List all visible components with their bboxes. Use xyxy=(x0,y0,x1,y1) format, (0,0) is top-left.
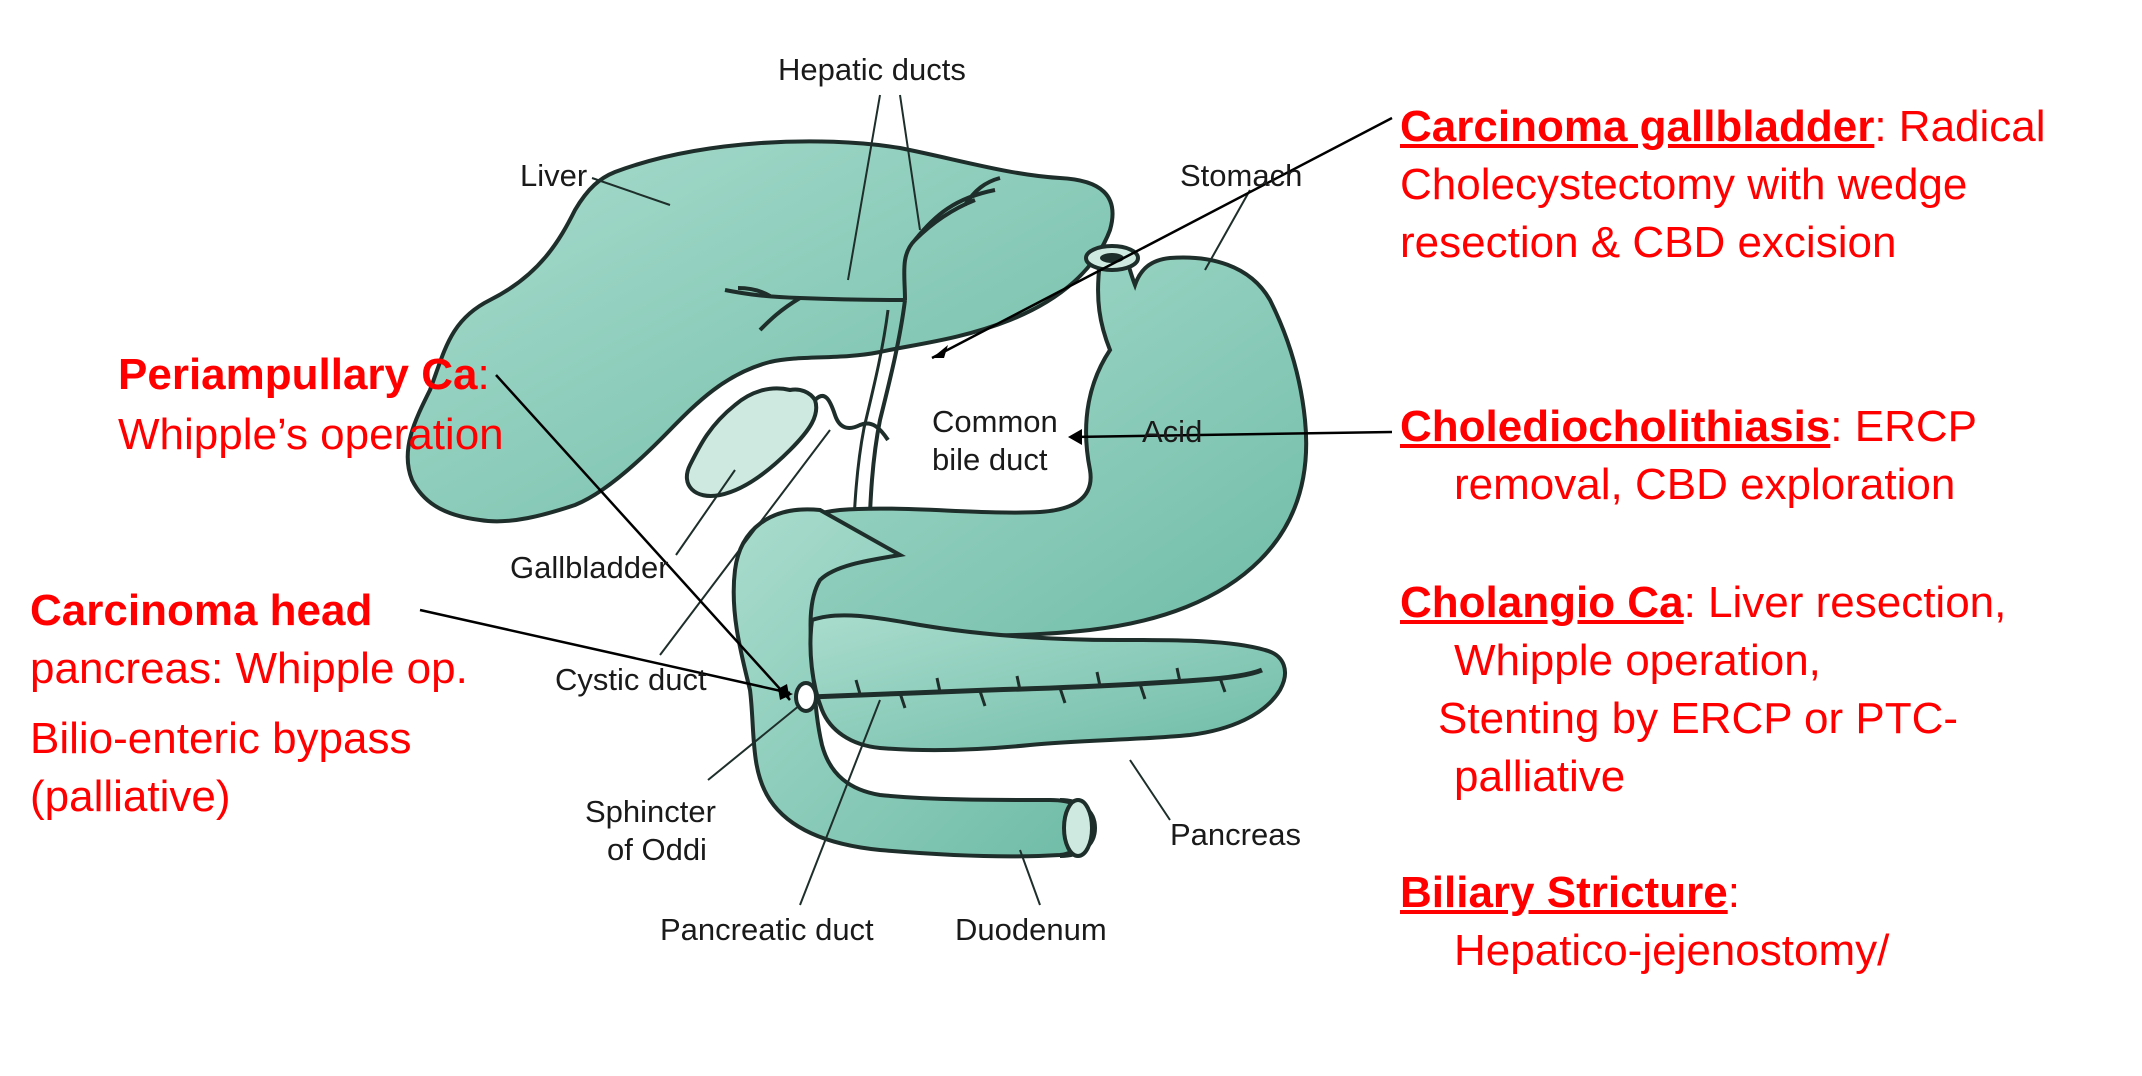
annotation-carcinoma-gallbladder: Carcinoma gallbladder: Radical Cholecyst… xyxy=(1400,98,2046,272)
annotation-biliary-stricture: Biliary Stricture: Hepatico-jejenostomy/ xyxy=(1400,864,1889,980)
annotation-text: pancreas: Whipple op. xyxy=(30,644,468,693)
label-sphincter-line2: of Oddi xyxy=(607,832,707,867)
annotation-text: palliative xyxy=(1454,752,1626,801)
label-liver: Liver xyxy=(520,158,587,193)
annotation-carcinoma-head: Carcinoma head pancreas: Whipple op. Bil… xyxy=(30,582,468,826)
annotation-heading: Cholediocholithiasis xyxy=(1400,402,1831,451)
label-pancreas: Pancreas xyxy=(1170,817,1301,852)
annotation-choledocholithiasis: Cholediocholithiasis: ERCP removal, CBD … xyxy=(1400,398,1977,514)
annotation-text: : Liver resection, xyxy=(1683,578,2007,627)
annotation-text: removal, CBD exploration xyxy=(1454,460,1956,509)
label-gallbladder: Gallbladder xyxy=(510,550,669,585)
annotation-text: Whipple’s operation xyxy=(118,410,504,459)
annotation-text: Hepatico-jejenostomy/ xyxy=(1454,926,1890,975)
annotation-text: Stenting by ERCP or PTC- xyxy=(1438,694,1959,743)
annotation-text: : Radical xyxy=(1874,102,2046,151)
label-common-bile-duct-line1: Common xyxy=(932,404,1058,439)
annotation-pointer-lines xyxy=(419,116,1393,701)
label-common-bile-duct-line2: bile duct xyxy=(932,442,1048,477)
label-stomach: Stomach xyxy=(1180,158,1302,193)
label-cystic-duct: Cystic duct xyxy=(555,662,707,697)
label-pancreatic-duct: Pancreatic duct xyxy=(660,912,874,947)
label-acid: Acid xyxy=(1142,414,1202,449)
sphincter-of-oddi-shape xyxy=(794,681,818,713)
label-sphincter-line1: Sphincter xyxy=(585,794,716,829)
liver-shape xyxy=(405,139,1115,524)
annotation-text: : ERCP xyxy=(1830,402,1977,451)
annotation-heading: Carcinoma gallbladder xyxy=(1400,102,1875,151)
annotation-text: (palliative) xyxy=(30,772,231,821)
label-hepatic-ducts: Hepatic ducts xyxy=(778,52,966,87)
annotation-heading: Biliary Stricture xyxy=(1400,868,1728,917)
annotation-heading: Carcinoma head xyxy=(30,586,373,635)
annotation-text: resection & CBD excision xyxy=(1400,218,1897,267)
annotation-heading: Cholangio Ca xyxy=(1400,578,1684,627)
annotation-heading: Periampullary Ca xyxy=(118,350,478,399)
annotation-text: Bilio-enteric bypass xyxy=(30,714,412,763)
annotation-cholangio-ca: Cholangio Ca: Liver resection, Whipple o… xyxy=(1400,574,2006,806)
annotation-text: : xyxy=(1727,868,1740,917)
annotation-text: Whipple operation, xyxy=(1454,636,1821,685)
gallbladder-shape xyxy=(684,386,819,498)
annotation-periampullary: Periampullary Ca: Whipple’s operation xyxy=(118,346,504,464)
label-leader-lines xyxy=(591,94,1251,906)
hepatic-ducts-shape xyxy=(724,176,1001,332)
annotation-text: : xyxy=(477,350,490,399)
label-duodenum: Duodenum xyxy=(955,912,1107,947)
annotation-text: Cholecystectomy with wedge xyxy=(1400,160,1968,209)
cystic-duct-shape xyxy=(813,394,890,442)
